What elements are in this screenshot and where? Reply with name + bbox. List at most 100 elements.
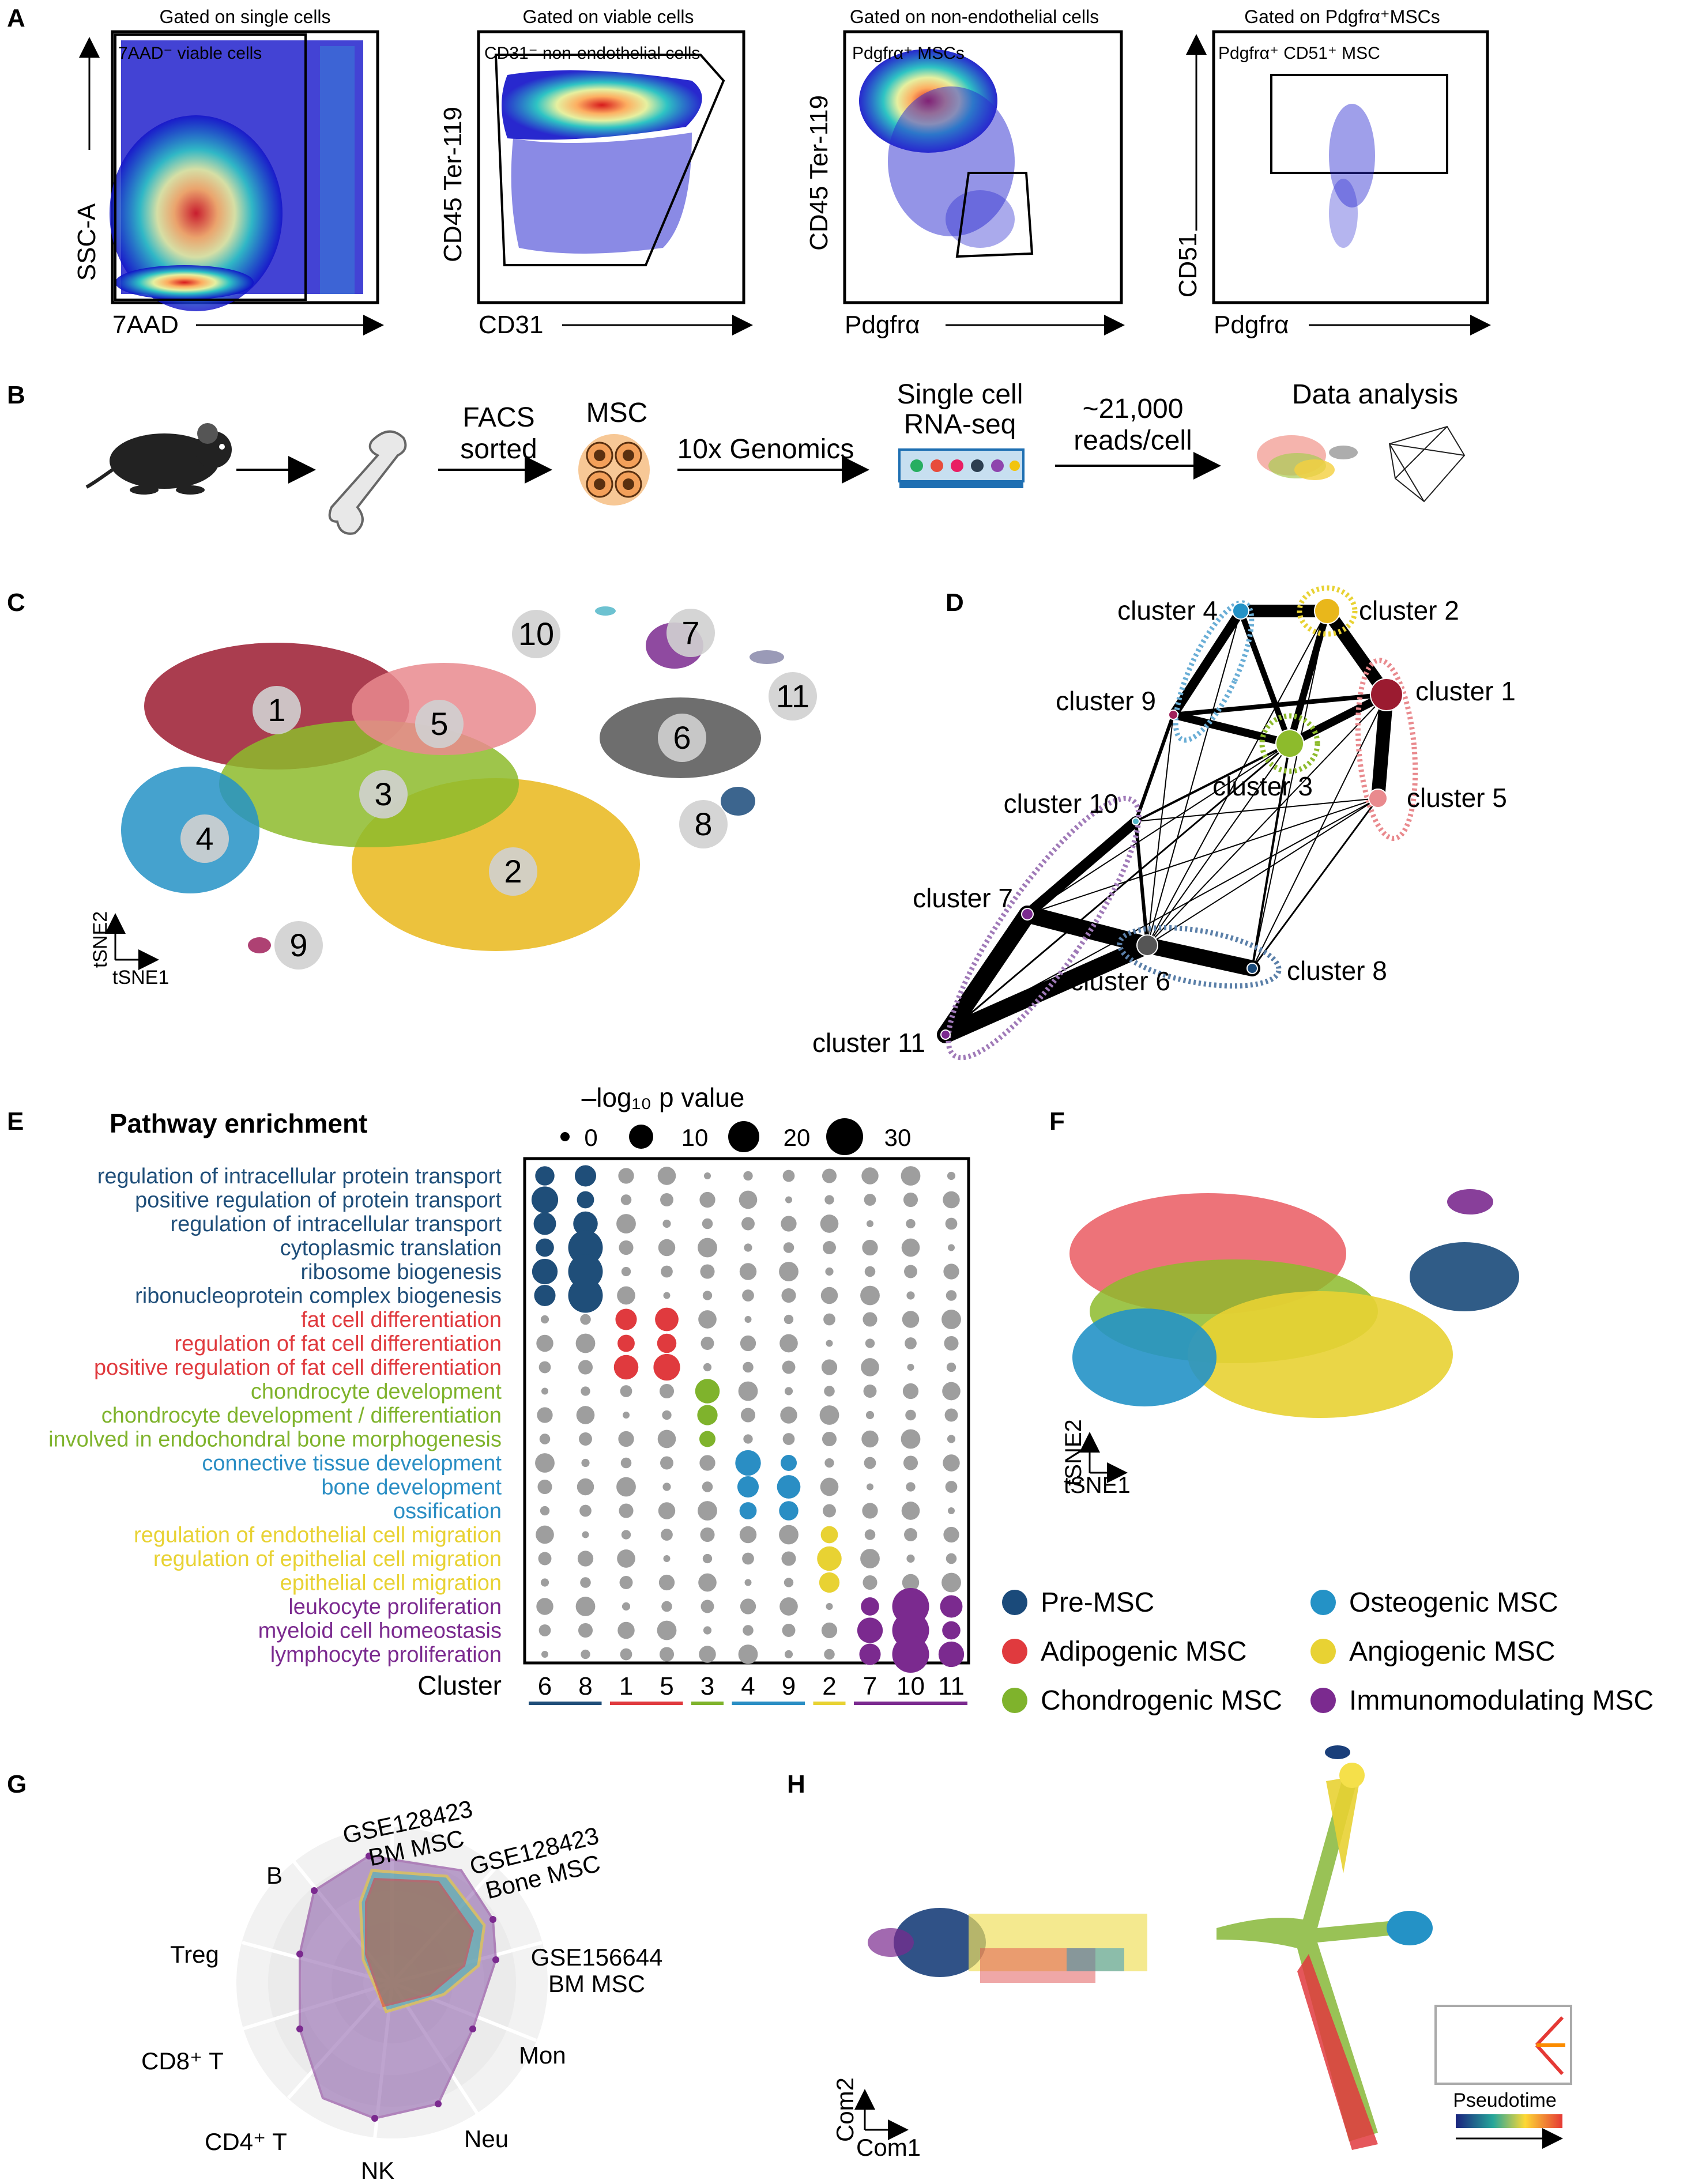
cluster-tick-3: 3 [700, 1672, 714, 1700]
network-node-5: cluster 5 [1368, 783, 1507, 813]
dot-2-4 [702, 1218, 713, 1229]
dot-15-7 [820, 1526, 838, 1544]
dot-2-2 [616, 1214, 636, 1234]
dot-3-2 [619, 1240, 634, 1255]
trajectory-axis-x: Com1 [856, 2134, 921, 2161]
panel-label-a: A [7, 4, 25, 32]
svg-text:cluster 8: cluster 8 [1287, 956, 1387, 986]
dot-7-5 [740, 1335, 756, 1352]
dot-3-7 [823, 1241, 836, 1254]
pathway-label-8: positive regulation of fat cell differen… [94, 1356, 502, 1380]
dot-0-2 [618, 1168, 634, 1184]
cluster-axis-label: Cluster [417, 1670, 502, 1700]
dot-17-1 [580, 1577, 591, 1588]
network-group-outline-0 [1173, 600, 1255, 743]
dot-4-1 [568, 1254, 603, 1289]
dot-17-6 [784, 1578, 794, 1587]
pathway-label-18: leukocyte proliferation [288, 1595, 502, 1619]
facs-title-4: Gated on Pdgfrα⁺MSCs [1244, 6, 1440, 27]
dot-14-0 [540, 1506, 550, 1516]
radar-panel [236, 1827, 548, 2139]
network-node-10: cluster 10 [1004, 789, 1140, 825]
size-legend: 0 10 20 30 [560, 1118, 911, 1155]
dot-12-2 [620, 1457, 632, 1469]
size-legend-dot-0 [560, 1132, 570, 1141]
dot-11-9 [901, 1429, 921, 1449]
dot-13-4 [702, 1481, 713, 1492]
mouse-icon [85, 423, 232, 495]
dot-4-2 [621, 1266, 631, 1277]
tsne-cluster-label-10: 10 [512, 610, 560, 658]
cluster-tick-11: 11 [938, 1672, 965, 1700]
size-legend-dot-30 [826, 1118, 863, 1155]
pseudotime-label: Pseudotime [1453, 2089, 1557, 2111]
pathway-label-14: ossification [393, 1499, 502, 1523]
dot-5-5 [742, 1289, 754, 1302]
dot-16-0 [538, 1552, 552, 1566]
dot-13-5 [737, 1476, 759, 1498]
dot-16-10 [946, 1553, 957, 1564]
dot-0-1 [574, 1165, 597, 1187]
panel-label-e: E [7, 1107, 24, 1136]
dot-14-1 [579, 1504, 592, 1517]
dot-3-3 [658, 1239, 676, 1257]
dot-20-8 [859, 1643, 881, 1665]
dot-10-6 [780, 1406, 797, 1424]
facs-title-1: Gated on single cells [159, 6, 330, 27]
dot-15-1 [582, 1531, 589, 1538]
facs-ylabel-3: CD45 Ter-119 [805, 95, 833, 251]
dot-12-0 [535, 1453, 555, 1473]
facs-xlabel-4: Pdgfrα [1214, 311, 1289, 339]
dot-15-9 [904, 1528, 917, 1541]
dot-13-10 [945, 1481, 958, 1493]
dot-16-7 [817, 1546, 842, 1571]
dot-1-6 [785, 1196, 792, 1204]
dot-16-8 [860, 1549, 880, 1568]
pathway-label-11: involved in endochondral bone morphogene… [48, 1428, 502, 1452]
dot-10-2 [623, 1412, 630, 1419]
dot-12-7 [824, 1458, 834, 1468]
legend-item-1: Osteogenic MSC [1310, 1587, 1558, 1618]
dot-7-6 [779, 1334, 798, 1353]
dot-9-4 [695, 1379, 720, 1404]
tsne-f-panel: tSNE2 tSNE1 [1061, 1189, 1519, 1498]
size-legend-dot-10 [629, 1125, 653, 1149]
radar-label-mon: Mon [519, 2042, 566, 2069]
dot-7-9 [905, 1337, 917, 1349]
dot-9-10 [942, 1382, 961, 1401]
dot-0-0 [535, 1166, 555, 1186]
network-group-outline-1 [1297, 585, 1358, 637]
facs-gate-1: 7AAD⁻ viable cells [118, 44, 262, 63]
dot-13-1 [577, 1478, 594, 1496]
dot-1-5 [739, 1190, 758, 1209]
dot-12-10 [943, 1454, 960, 1472]
dot-0-6 [782, 1170, 795, 1182]
pathway-label-1: positive regulation of protein transport [135, 1189, 502, 1213]
dot-0-8 [861, 1167, 879, 1185]
tsne-f-axis-x: tSNE1 [1064, 1473, 1131, 1498]
dot-6-7 [823, 1313, 835, 1326]
dot-1-0 [531, 1186, 559, 1213]
dot-17-3 [658, 1574, 675, 1591]
facs-gate-3: Pdgfrα⁺ MSCs [852, 44, 965, 63]
dot-3-6 [783, 1242, 794, 1253]
radar-label-cd4: CD4⁺ T [205, 2128, 287, 2155]
facs-plot-3: Gated on non-endothelial cells Pdgfrα⁺ M… [805, 6, 1125, 339]
workflow-panel: FACS sorted MSC 10x Genomics Single cell… [85, 379, 1466, 535]
dot-1-4 [699, 1191, 715, 1208]
radar-label-gse156644-2: BM MSC [548, 1970, 645, 1997]
pathway-label-3: cytoplasmic translation [280, 1236, 502, 1261]
pathway-label-10: chondrocyte development / differentiatio… [101, 1404, 502, 1428]
svg-text:cluster 3: cluster 3 [1212, 771, 1313, 801]
dot-4-4 [700, 1264, 715, 1279]
dot-17-5 [744, 1579, 752, 1586]
enrichment-legend-title: –log₁₀ p value [582, 1082, 745, 1112]
dot-11-2 [618, 1431, 634, 1447]
pathway-label-20: lymphocyte proliferation [270, 1643, 502, 1667]
radar-label-treg: Treg [170, 1941, 219, 1968]
svg-text:2: 2 [504, 853, 522, 889]
panel-label-g: G [7, 1770, 27, 1798]
dot-18-2 [622, 1602, 631, 1611]
facs-plot-4: Gated on Pdgfrα⁺MSCs Pdgfrα⁺ CD51⁺ MSC C… [1174, 6, 1491, 339]
